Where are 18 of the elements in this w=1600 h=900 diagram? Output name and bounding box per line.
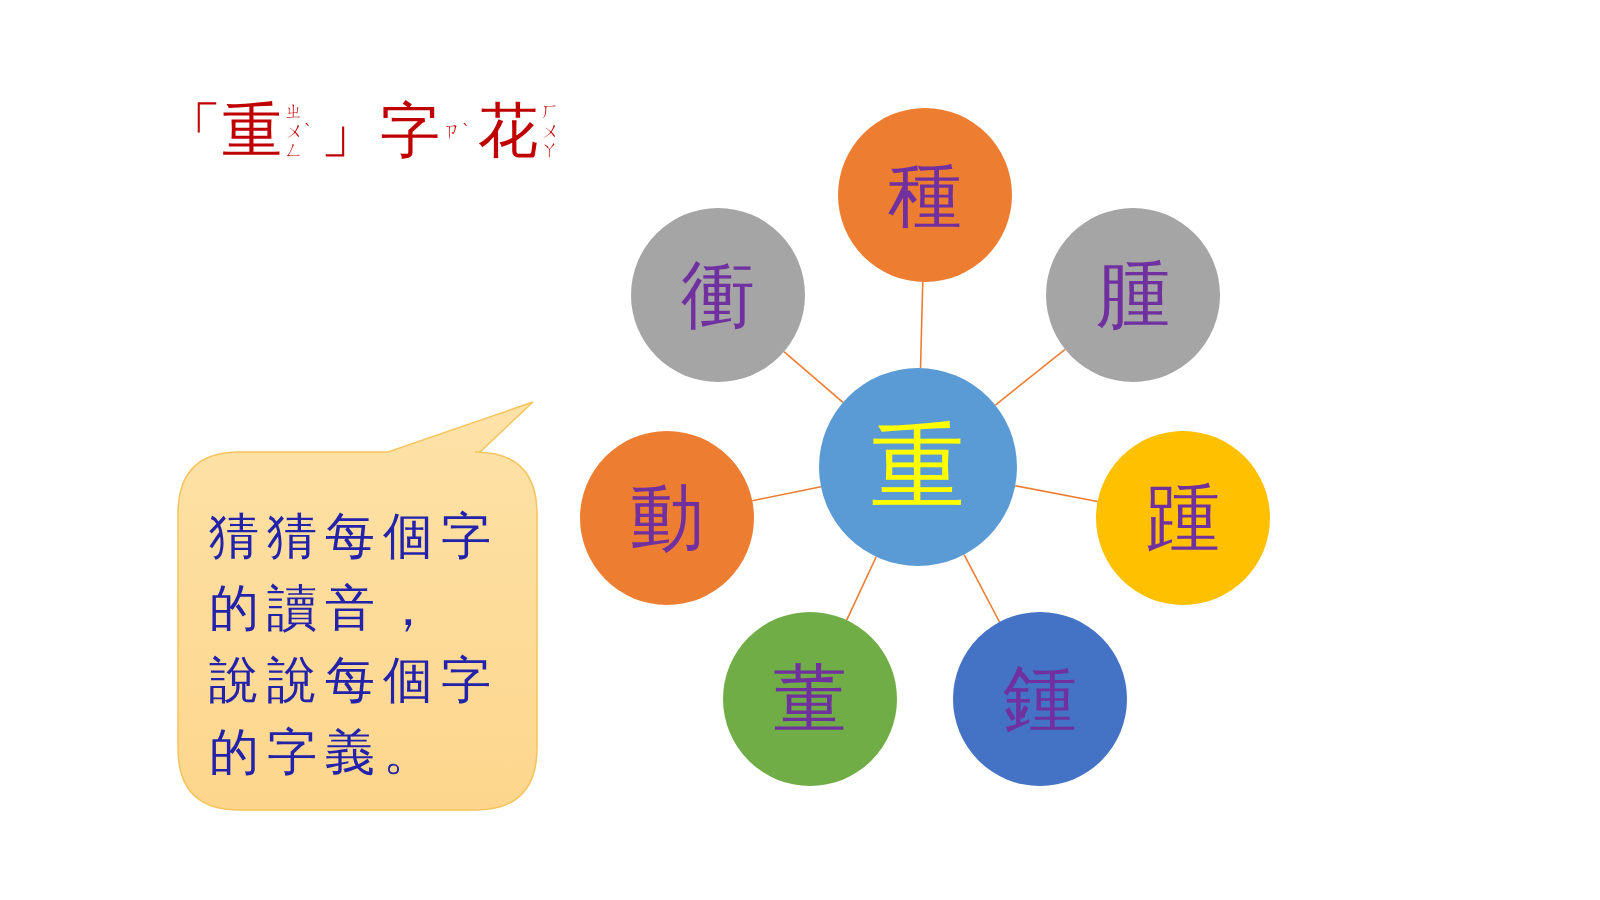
circle-character: 鍾 [1003, 656, 1077, 742]
circle-character: 衝 [681, 252, 755, 338]
connector-line [1014, 484, 1099, 503]
circle-character: 動 [630, 475, 704, 561]
connector-line [963, 553, 1001, 623]
bubble-text: 猜猜每個字的讀音， [209, 506, 500, 639]
circle-character: 腫 [1096, 252, 1170, 338]
connector-line [783, 350, 844, 404]
bubble-text: 說說每個字的字義。 [209, 650, 500, 783]
circle-character: 董 [773, 656, 847, 742]
connector-line [994, 348, 1066, 406]
connector-line [845, 555, 877, 621]
speech-bubble [177, 401, 538, 811]
connector-line [919, 281, 924, 369]
circle-character: 種 [888, 152, 962, 238]
connector-line [751, 485, 822, 502]
circle-character: 踵 [1146, 475, 1220, 561]
circle-character: 重 [871, 412, 965, 522]
